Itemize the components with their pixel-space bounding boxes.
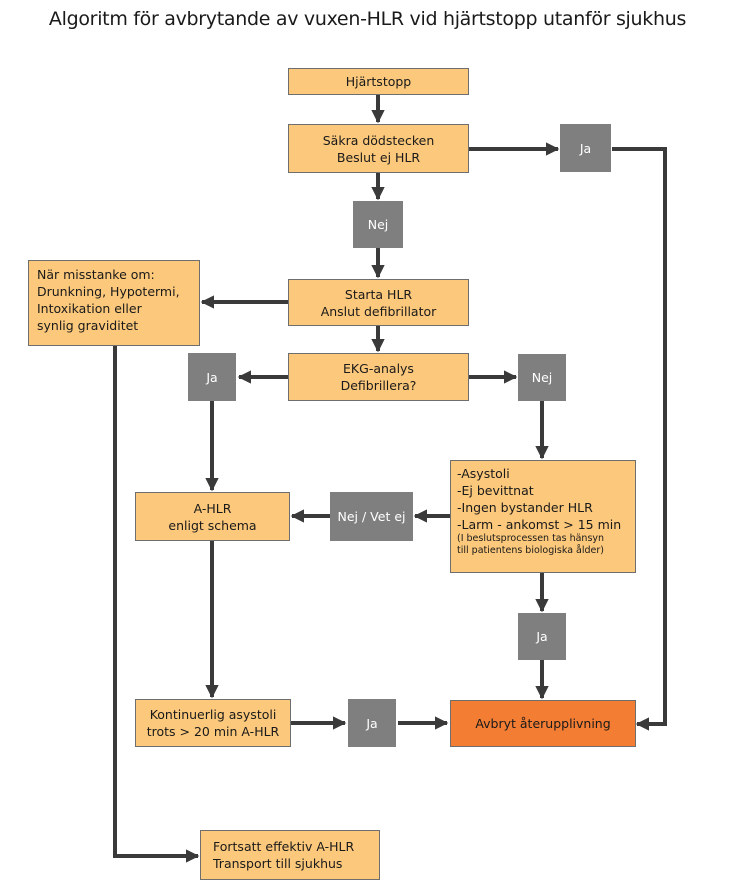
node-misstanke: När misstanke om: Drunkning, Hypotermi, … bbox=[28, 260, 200, 346]
node-sakra-line-1: Säkra dödstecken bbox=[322, 132, 435, 148]
node-asystoli-line-3: -Ingen bystander HLR bbox=[457, 500, 593, 515]
node-sakra-dodstecken: Säkra dödstecken Beslut ej HLR bbox=[288, 124, 469, 173]
decision-ja-top: Ja bbox=[560, 124, 611, 172]
arrow-ja-avbryt bbox=[612, 147, 667, 731]
decision-nej-vet-ej: Nej / Vet ej bbox=[330, 492, 413, 541]
node-asystoli-criteria: -Asystoli -Ej bevittnat -Ingen bystander… bbox=[450, 460, 636, 573]
node-asystoli-line-1: -Asystoli bbox=[457, 466, 510, 481]
node-misstanke-line-2: Drunkning, Hypotermi, bbox=[37, 284, 180, 299]
node-kontinuerlig-asystoli: Kontinuerlig asystoli trots > 20 min A-H… bbox=[135, 699, 291, 747]
node-starta-hlr: Starta HLR Anslut defibrillator bbox=[288, 279, 469, 326]
node-starta-line-2: Anslut defibrillator bbox=[320, 303, 437, 319]
node-asystoli-note-1: (I beslutsprocessen tas hänsyn bbox=[457, 533, 605, 544]
node-fortsatt-line-1: Fortsatt effektiv A-HLR bbox=[213, 839, 355, 854]
node-avbryt-line-1: Avbryt återupplivning bbox=[475, 716, 611, 731]
node-ekg-analys: EKG-analys Defibrillera? bbox=[288, 353, 469, 401]
node-ahlr-line-1: A-HLR bbox=[193, 500, 232, 516]
node-kontinuerlig-line-2: trots > 20 min A-HLR bbox=[146, 724, 280, 739]
decision-nej-right: Nej bbox=[518, 354, 566, 401]
node-a-hlr: A-HLR enligt schema bbox=[135, 492, 290, 541]
decision-ja-left: Ja bbox=[188, 353, 236, 401]
node-asystoli-line-2: -Ej bevittnat bbox=[457, 483, 534, 498]
node-kontinuerlig-line-1: Kontinuerlig asystoli bbox=[149, 707, 277, 722]
decision-ja-bottom: Ja bbox=[348, 699, 396, 747]
decision-nej-top: Nej bbox=[353, 201, 403, 248]
node-sakra-line-2: Beslut ej HLR bbox=[336, 149, 421, 165]
decision-ja-lower-right: Ja bbox=[518, 613, 566, 660]
node-ekg-line-2: Defibrillera? bbox=[340, 378, 417, 393]
node-misstanke-line-4: synlig graviditet bbox=[37, 318, 139, 333]
node-ekg-line-1: EKG-analys bbox=[343, 361, 414, 376]
node-hjartstopp-line-1: Hjärtstopp bbox=[345, 74, 412, 89]
node-fortsatt-line-2: Transport till sjukhus bbox=[213, 856, 343, 871]
node-misstanke-line-1: När misstanke om: bbox=[37, 267, 155, 282]
node-asystoli-note-2: till patientens biologiska ålder) bbox=[457, 545, 604, 556]
node-misstanke-line-3: Intoxikation eller bbox=[37, 301, 142, 316]
arrow-misstanke-fortsatt bbox=[113, 346, 200, 863]
node-hjartstopp: Hjärtstopp bbox=[288, 68, 469, 95]
node-asystoli-line-4: -Larm - ankomst > 15 min bbox=[457, 517, 622, 532]
node-ahlr-line-2: enligt schema bbox=[168, 517, 257, 533]
node-starta-line-1: Starta HLR bbox=[344, 286, 413, 302]
node-fortsatt-ahlr: Fortsatt effektiv A-HLR Transport till s… bbox=[200, 830, 380, 880]
node-avbryt-aterupplivning: Avbryt återupplivning bbox=[450, 700, 636, 747]
diagram-title: Algoritm för avbrytande av vuxen-HLR vid… bbox=[48, 8, 687, 30]
